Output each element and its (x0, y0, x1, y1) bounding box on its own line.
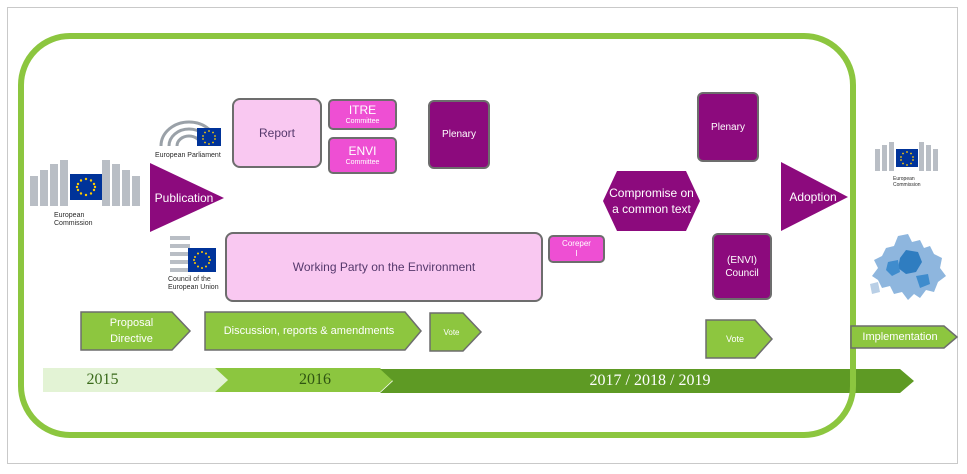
adoption-label: Adoption (789, 190, 837, 204)
eu-map-icon (870, 234, 946, 300)
plenary-left-box: Plenary (428, 100, 490, 169)
coreper-box: Coreper I (548, 235, 605, 263)
commission-logo-text: European Commission (54, 212, 93, 228)
commission-logo-line2: Commission (54, 220, 93, 227)
implementation-label: Implementation (862, 331, 938, 343)
compromise-label: Compromise on a common text (603, 183, 700, 219)
itre-title: ITRE (348, 102, 377, 117)
working-party-box: Working Party on the Environment (225, 232, 543, 302)
envi-council-box: (ENVI) Council (712, 233, 772, 300)
compromise-line1: Compromise on (609, 186, 694, 200)
plenary-right-box: Plenary (697, 92, 759, 162)
commission-building-logo-right (875, 142, 938, 171)
commission-building-logo (30, 160, 140, 206)
parliament-logo-text: European Parliament (155, 152, 221, 159)
proposal-line1: Proposal (109, 317, 154, 329)
proposal-directive-step: Proposal Directive (81, 312, 190, 350)
timeline-2015-arrow (43, 368, 228, 392)
publication-triangle (150, 163, 224, 232)
timeline-2017-2019: 2017 / 2018 / 2019 (589, 372, 711, 389)
vote-left-arrow-shape (429, 312, 483, 352)
compromise-hexagon (603, 171, 700, 231)
publication-label: Publication (154, 191, 214, 205)
commission-logo-line1: European (54, 212, 85, 219)
commission-right-line1: European (893, 176, 915, 182)
implementation-step: Implementation (851, 326, 957, 348)
discussion-step: Discussion, reports & amendments (205, 312, 421, 350)
coreper-line2: I (575, 249, 578, 258)
council-logo-line1: Council of the (168, 276, 211, 283)
report-box: Report (232, 98, 322, 168)
council-logo-text: Council of the European Union (168, 276, 219, 292)
council-line2: Council (725, 267, 759, 279)
commission-right-line2: Commission (893, 182, 921, 188)
vote-left-step: Vote (430, 313, 481, 351)
council-line1: (ENVI) (727, 254, 757, 266)
timeline-2017-arrow (380, 369, 914, 393)
proposal-line2: Directive (110, 333, 153, 345)
implementation-arrow-shape (850, 325, 959, 349)
envi-committee-box: ENVI Committee (328, 137, 397, 174)
discussion-label: Discussion, reports & amendments (223, 325, 395, 337)
council-logo (170, 236, 216, 272)
adoption-triangle (781, 162, 848, 231)
discussion-arrow-shape (204, 311, 422, 351)
vote-right-step: Vote (706, 320, 772, 358)
timeline-2015: 2015 (86, 371, 119, 388)
timeline-2016-arrow (215, 368, 393, 392)
timeline-2016: 2016 (299, 371, 331, 388)
proposal-arrow-shape (80, 311, 192, 351)
vote-right-arrow-shape (705, 319, 774, 359)
parliament-hemicycle-logo (159, 120, 221, 147)
compromise-line2: a common text (612, 202, 691, 216)
envi-title: ENVI (348, 143, 377, 158)
figure-frame (7, 7, 958, 464)
vote-right-label: Vote (725, 334, 745, 344)
coreper-line1: Coreper (562, 239, 591, 248)
envi-subtitle: Committee (345, 158, 380, 166)
vote-left-label: Vote (443, 327, 460, 337)
commission-right-logo-text: European Commission (893, 176, 921, 188)
council-logo-line2: European Union (168, 284, 219, 291)
legislative-process-border (18, 33, 856, 438)
itre-committee-box: ITRE Committee (328, 99, 397, 130)
itre-subtitle: Committee (345, 117, 380, 125)
